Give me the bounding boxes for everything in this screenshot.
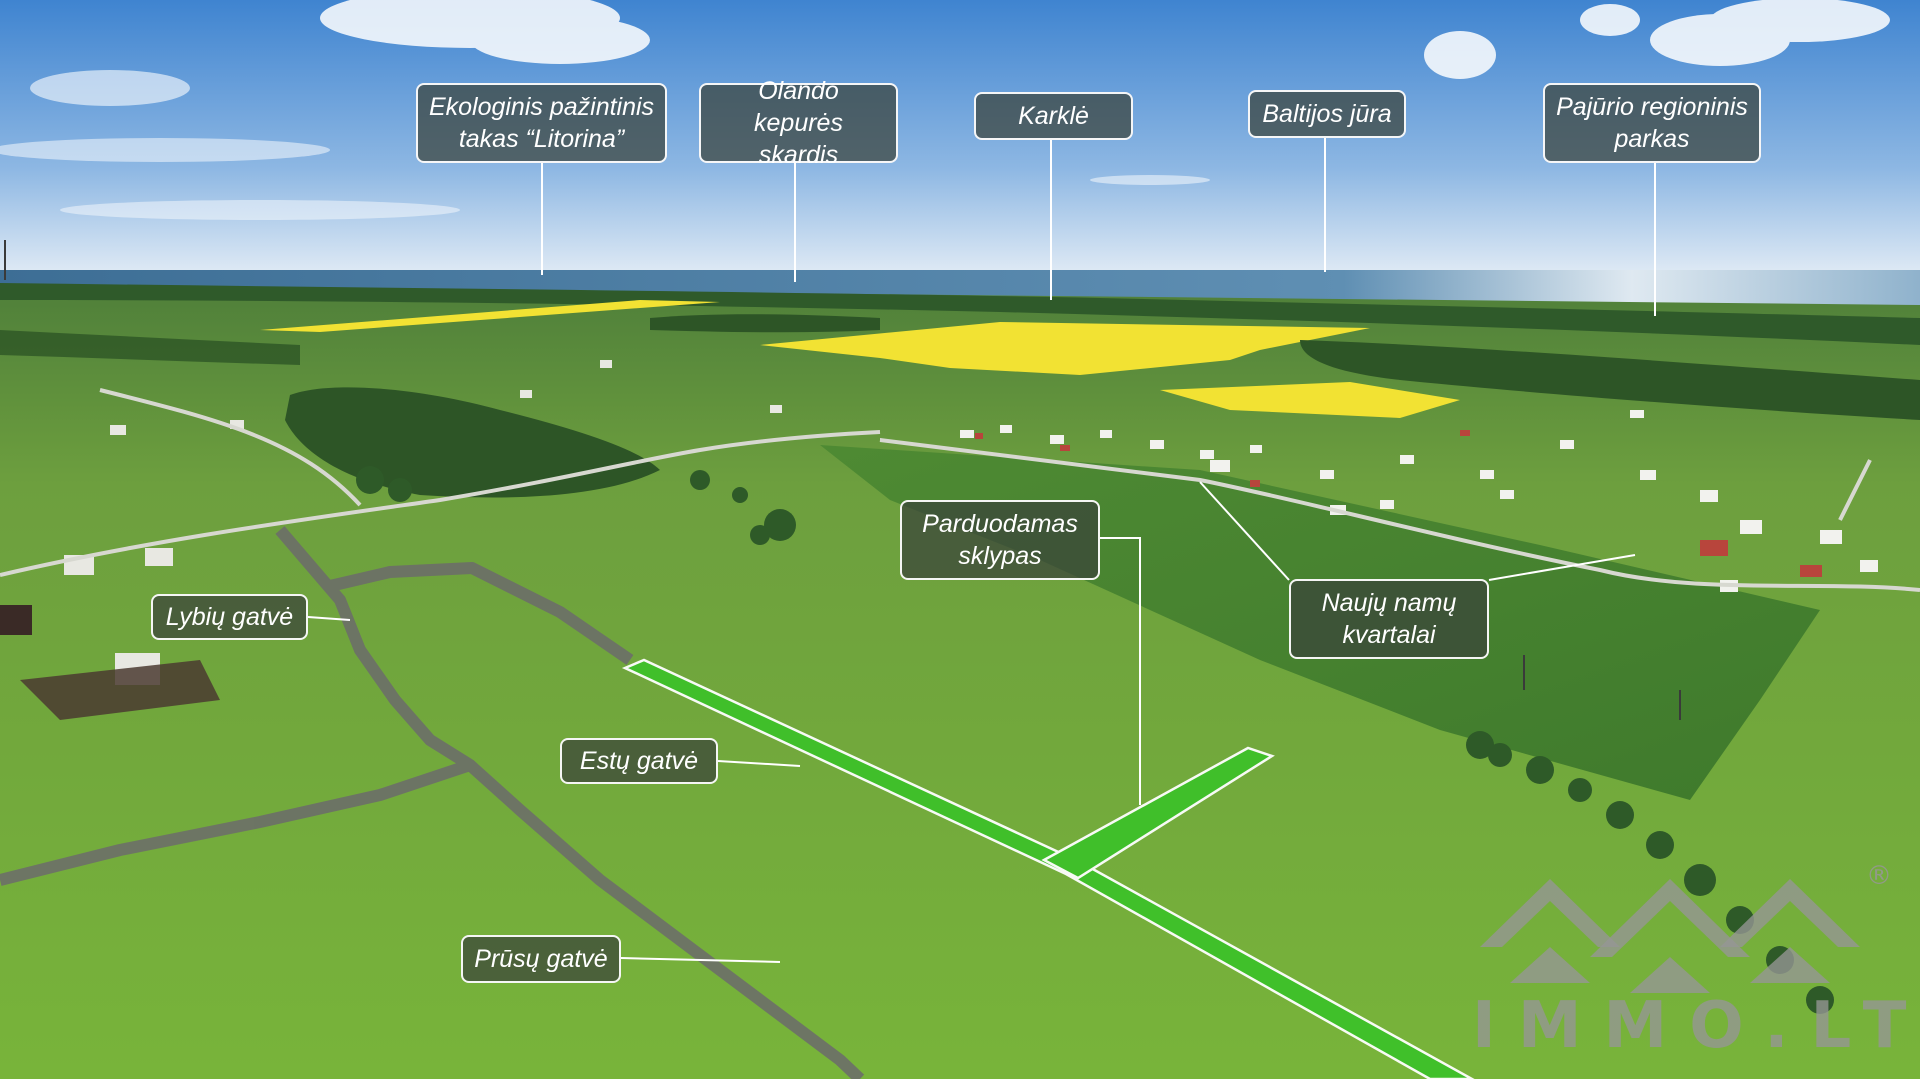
gravel-roads [0, 526, 865, 1079]
callout-prusu-gatve: Prūsų gatvė [461, 935, 621, 983]
callout-estu-gatve: Estų gatvė [560, 738, 718, 784]
mountains-logo-icon [1480, 879, 1860, 993]
highlighted-plot [621, 658, 1475, 1079]
callout-baltijos-jura: Baltijos jūra [1248, 90, 1406, 138]
paved-roads [0, 388, 1920, 592]
callout-lines [307, 138, 1656, 963]
rapeseed-fields [260, 300, 1460, 418]
immo-watermark: ® IMMO.LT [1472, 861, 1920, 1063]
coastal-forest [0, 283, 1920, 345]
registered-mark: ® [1866, 861, 1892, 891]
callout-lybiu-gatve: Lybių gatvė [151, 594, 308, 640]
clouds [0, 0, 1890, 220]
brand-name: IMMO.LT [1472, 989, 1920, 1063]
power-poles [4, 240, 1681, 720]
callout-karkle: Karklė [974, 92, 1133, 140]
